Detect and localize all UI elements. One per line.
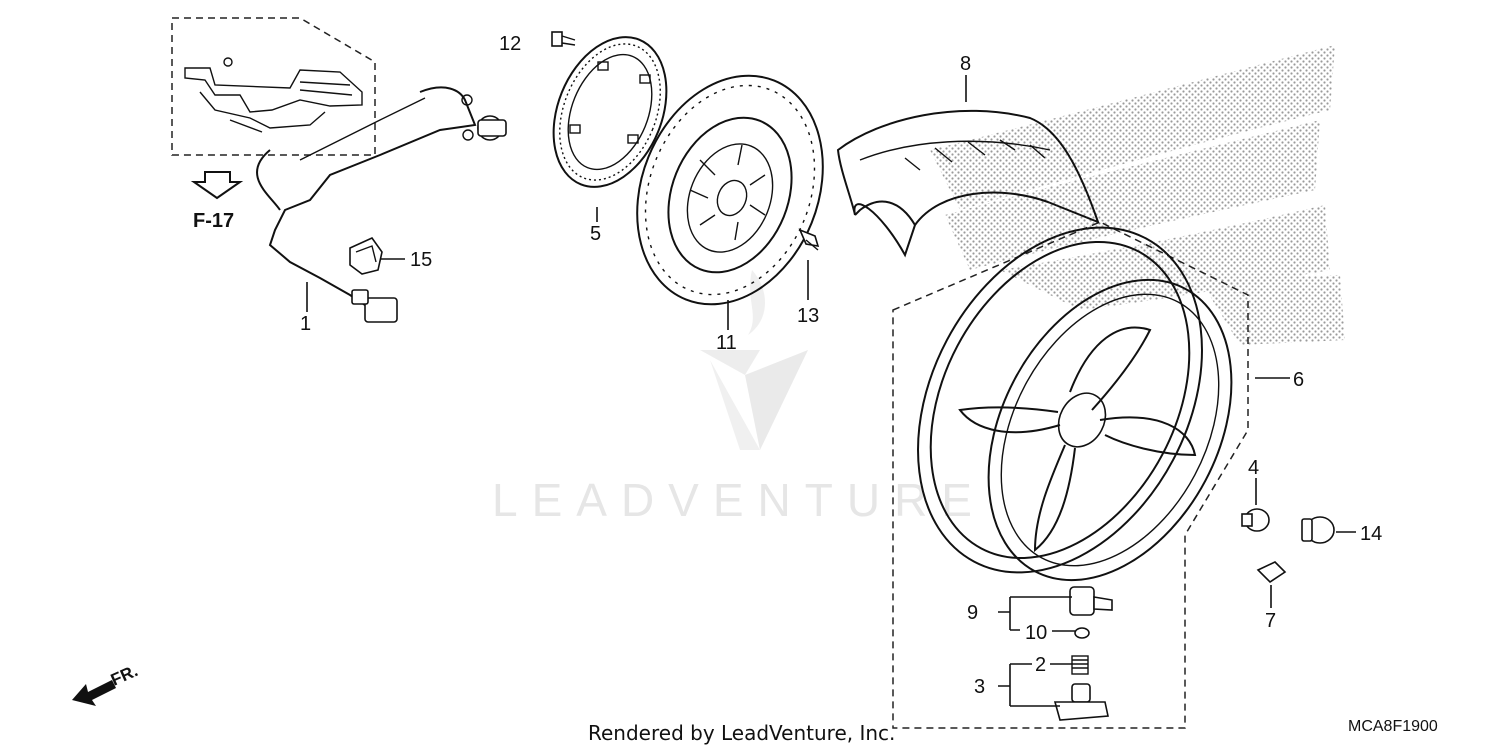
callout-8[interactable]: 8 xyxy=(960,53,971,75)
callout-2[interactable]: 2 xyxy=(1035,654,1046,676)
reference-arrow-icon xyxy=(190,171,244,200)
bolt-12-part xyxy=(551,31,576,47)
front-direction-arrow-icon xyxy=(72,680,116,706)
pulser-ring-part xyxy=(552,36,668,188)
valve-body-part xyxy=(1053,683,1109,721)
halftone-wing-background xyxy=(930,45,1345,345)
reference-box-f17 xyxy=(171,17,376,156)
bolt-13-part xyxy=(798,228,820,251)
leader-lines xyxy=(306,75,1356,707)
callout-1[interactable]: 1 xyxy=(300,313,311,335)
diagram-code: MCA8F1900 xyxy=(1348,718,1438,735)
callout-11[interactable]: 11 xyxy=(716,332,737,354)
wire-harness-part xyxy=(184,57,363,133)
callout-7[interactable]: 7 xyxy=(1265,610,1276,632)
callout-5[interactable]: 5 xyxy=(590,223,601,245)
watermark-text: LEADVENTURE xyxy=(492,474,986,526)
watermark-logo-icon xyxy=(700,270,808,450)
callout-4[interactable]: 4 xyxy=(1248,457,1259,479)
balance-weight-part xyxy=(1256,561,1287,584)
callout-6[interactable]: 6 xyxy=(1293,369,1304,391)
callout-10[interactable]: 10 xyxy=(1025,622,1047,644)
callout-9[interactable]: 9 xyxy=(967,602,978,624)
callout-15[interactable]: 15 xyxy=(410,249,432,271)
nut-14-part xyxy=(1301,516,1335,544)
callout-14[interactable]: 14 xyxy=(1360,523,1382,545)
rear-wheel-part xyxy=(892,221,1249,729)
valve-spring-part xyxy=(1071,655,1089,675)
rendered-by-footer: Rendered by LeadVenture, Inc. xyxy=(588,721,895,745)
wire-clamp-part xyxy=(349,236,383,275)
callout-12[interactable]: 12 xyxy=(499,33,521,55)
tire-valve-part xyxy=(1069,586,1113,639)
wheel-speed-sensor-part xyxy=(256,86,507,323)
reference-label[interactable]: F-17 xyxy=(193,210,234,232)
callout-13[interactable]: 13 xyxy=(797,305,819,327)
callout-3[interactable]: 3 xyxy=(974,676,985,698)
tire-part xyxy=(836,109,1100,258)
direction-label: FR. xyxy=(108,661,141,689)
valve-cap-part xyxy=(1241,508,1270,532)
brake-disc-part xyxy=(636,74,824,306)
watermark: LEADVENTURE xyxy=(492,270,986,526)
